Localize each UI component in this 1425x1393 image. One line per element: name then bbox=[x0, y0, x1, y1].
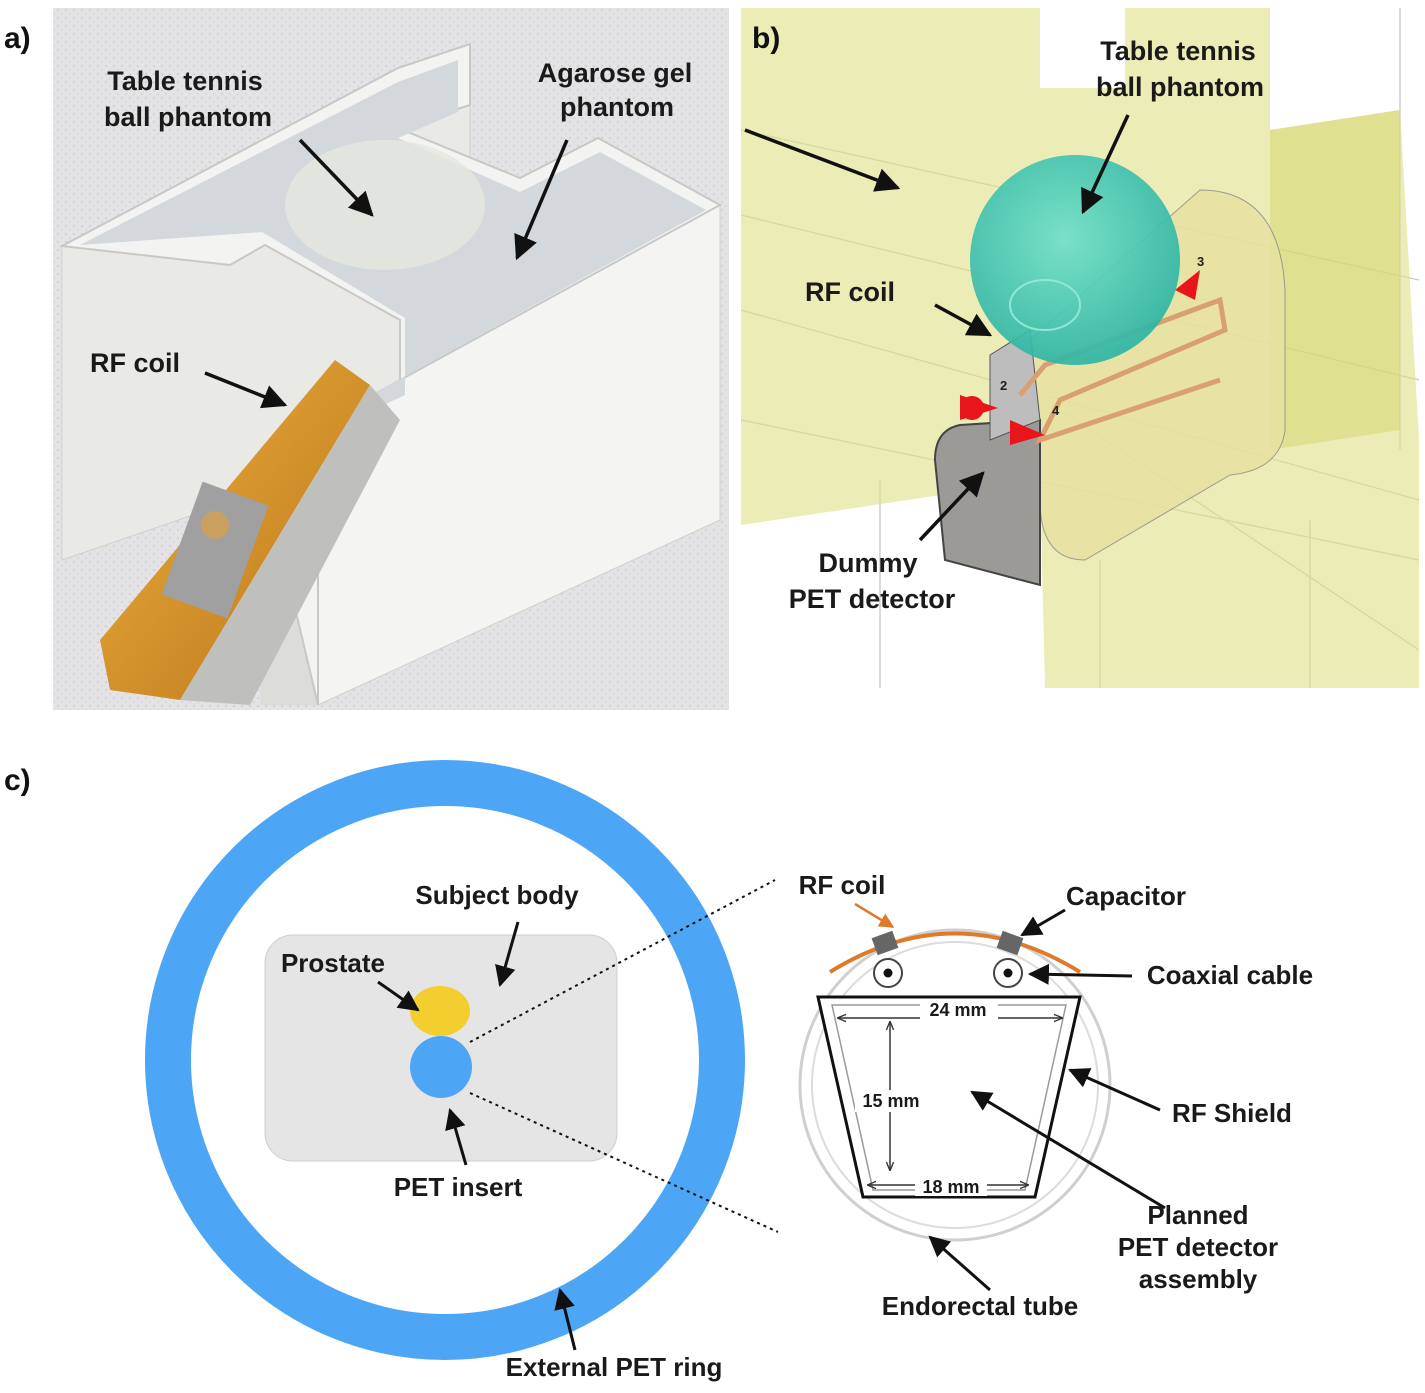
label-ball-line2: ball phantom bbox=[104, 102, 272, 132]
arrow-coaxial-cable bbox=[1027, 963, 1133, 985]
coax-right-core bbox=[1003, 968, 1013, 978]
panel-b: 2 3 4 b) Table tennis ball phantom RF co… bbox=[740, 8, 1420, 688]
zoom-line-top bbox=[469, 879, 776, 1043]
zoom-line-bottom bbox=[469, 1092, 779, 1233]
pet-insert bbox=[410, 1036, 472, 1098]
field-line bbox=[1009, 279, 1081, 331]
table-tennis-ball bbox=[285, 140, 485, 270]
label-rf-coil-c: RF coil bbox=[799, 870, 886, 900]
dim-height-label: 15 mm bbox=[862, 1091, 919, 1111]
connector-end bbox=[201, 511, 229, 539]
phantom-side bbox=[1270, 110, 1400, 450]
arrow-gel-a bbox=[514, 139, 569, 261]
endorectal-tube bbox=[798, 928, 1112, 1242]
connector bbox=[161, 481, 269, 619]
dim-bottom-label: 18 mm bbox=[922, 1177, 979, 1197]
arrow-rf-shield bbox=[1068, 1068, 1161, 1112]
label-detector-b-line1: Dummy bbox=[818, 548, 917, 578]
capacitor-left bbox=[871, 930, 899, 956]
label-gel-line1: Agarose gel bbox=[538, 58, 693, 88]
rf-coil-arc bbox=[828, 931, 1082, 974]
label-coaxial-cable: Coaxial cable bbox=[1147, 960, 1313, 990]
dim-bottom-bg bbox=[915, 1176, 987, 1196]
port-2-head bbox=[960, 396, 984, 420]
arrow-ball-a bbox=[298, 138, 374, 217]
prostate bbox=[410, 986, 470, 1036]
label-gel-line2: phantom bbox=[560, 92, 674, 122]
label-rf-shield: RF Shield bbox=[1172, 1098, 1292, 1128]
panel-a: a) Table tennis ball phantom Agarose gel… bbox=[4, 8, 729, 710]
coil-trace bbox=[1018, 296, 1228, 445]
arrow-coil-b bbox=[934, 303, 993, 337]
arrow-endorectal-tube bbox=[928, 1235, 991, 1292]
arrow-ball-b bbox=[1081, 114, 1130, 215]
label-subject-body: Subject body bbox=[415, 880, 579, 910]
label-detector-line3: assembly bbox=[1139, 1264, 1258, 1294]
arrow-rf-coil-c bbox=[854, 902, 895, 929]
external-pet-ring bbox=[145, 760, 745, 1360]
arrow-gel-b bbox=[744, 128, 901, 192]
arrow-subject-body bbox=[495, 921, 520, 988]
capacitor-right bbox=[996, 930, 1024, 956]
label-rf-coil-a: RF coil bbox=[90, 348, 180, 378]
label-external-ring: External PET ring bbox=[506, 1352, 723, 1382]
port-4-marker bbox=[1010, 420, 1045, 445]
label-pet-insert: PET insert bbox=[394, 1172, 523, 1202]
port-3-marker bbox=[1175, 270, 1200, 300]
label-ball-line1: Table tennis bbox=[107, 66, 263, 96]
coil-housing bbox=[1029, 189, 1286, 561]
label-endorectal-tube: Endorectal tube bbox=[882, 1291, 1078, 1321]
rf-coil-holder bbox=[180, 385, 400, 705]
arrow-capacitor bbox=[1020, 908, 1066, 937]
dim-top-bg bbox=[920, 1000, 998, 1020]
arrow-detector-b bbox=[918, 471, 985, 542]
label-prostate: Prostate bbox=[281, 948, 385, 978]
label-ball-b-line2: ball phantom bbox=[1096, 72, 1264, 102]
label-ball-b-line1: Table tennis bbox=[1100, 36, 1256, 66]
label-detector-line1: Planned bbox=[1147, 1200, 1248, 1230]
dim-height-bg bbox=[855, 1090, 927, 1112]
panel-b-tag: b) bbox=[752, 22, 780, 55]
dummy-pet-detector bbox=[933, 418, 1041, 587]
panel-c-tag: c) bbox=[4, 764, 31, 797]
dim-top-label: 24 mm bbox=[929, 1000, 986, 1020]
label-rf-coil-b: RF coil bbox=[805, 277, 895, 307]
table-tennis-ball-model bbox=[970, 155, 1180, 365]
panel-c: c) 24 mm 15 mm 18 mm Subject b bbox=[4, 760, 1313, 1382]
label-detector-line2: PET detector bbox=[1118, 1232, 1278, 1262]
arrow-planned-detector bbox=[970, 1090, 1166, 1210]
label-detector-b-line2: PET detector bbox=[789, 584, 956, 614]
arrow-external-ring bbox=[554, 1287, 577, 1351]
coax-left-core bbox=[883, 968, 893, 978]
rf-shield-circle bbox=[811, 941, 1099, 1229]
port-4-label: 4 bbox=[1052, 403, 1060, 418]
port-2-label: 2 bbox=[1000, 378, 1007, 393]
planned-pet-detector bbox=[816, 995, 1082, 1199]
port-3-label: 3 bbox=[1197, 254, 1204, 269]
arrow-coil-a bbox=[204, 371, 288, 409]
panel-a-tag: a) bbox=[4, 22, 31, 55]
arrow-prostate bbox=[377, 980, 420, 1012]
arrow-pet-insert bbox=[445, 1107, 468, 1166]
label-capacitor: Capacitor bbox=[1066, 881, 1186, 911]
